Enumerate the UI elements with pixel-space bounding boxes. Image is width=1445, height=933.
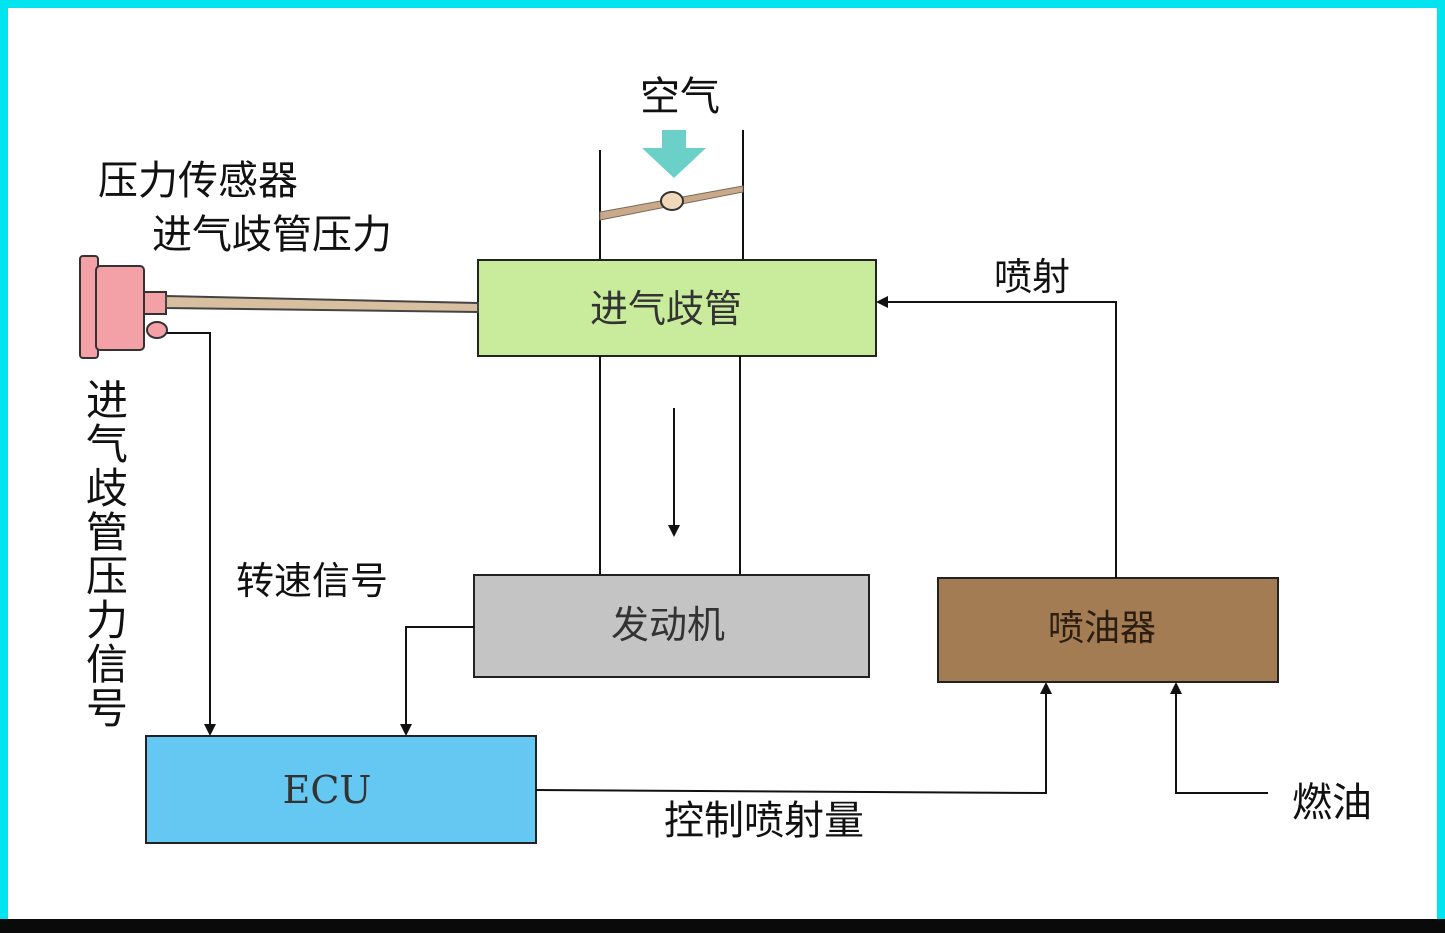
injection-line xyxy=(876,296,1117,578)
injector-box: 喷油器 xyxy=(937,577,1279,683)
pressure-signal-line xyxy=(167,332,216,736)
control-signal-line xyxy=(535,682,1052,795)
ecu-label: ECU xyxy=(283,768,372,812)
fuel-label: 燃油 xyxy=(1292,780,1372,826)
speed-signal-label: 转速信号 xyxy=(236,559,388,603)
ecu-box: ECU xyxy=(145,735,537,844)
intake-manifold-box: 进气歧管 xyxy=(477,259,877,357)
manifold-pressure-label: 进气歧管压力 xyxy=(152,212,392,258)
pressure-tube xyxy=(165,294,479,314)
throttle-valve-icon xyxy=(599,185,744,221)
engine-label: 发动机 xyxy=(611,603,725,647)
engine-box: 发动机 xyxy=(473,574,870,678)
control-injection-label: 控制喷射量 xyxy=(664,798,864,844)
pressure-sensor-icon xyxy=(79,255,168,359)
intake-manifold-label: 进气歧管 xyxy=(590,287,742,331)
injection-label: 喷射 xyxy=(994,255,1070,299)
air-arrow-icon xyxy=(642,130,706,178)
fuel-line xyxy=(1170,682,1268,794)
pressure-sensor-label: 压力传感器 xyxy=(98,158,298,204)
air-label: 空气 xyxy=(640,74,720,120)
injector-label: 喷油器 xyxy=(1048,608,1156,649)
speed-signal-line xyxy=(400,626,474,736)
bottom-bar xyxy=(0,919,1445,933)
manifold-pressure-signal-label: 进气歧管压力信号 xyxy=(80,378,129,730)
